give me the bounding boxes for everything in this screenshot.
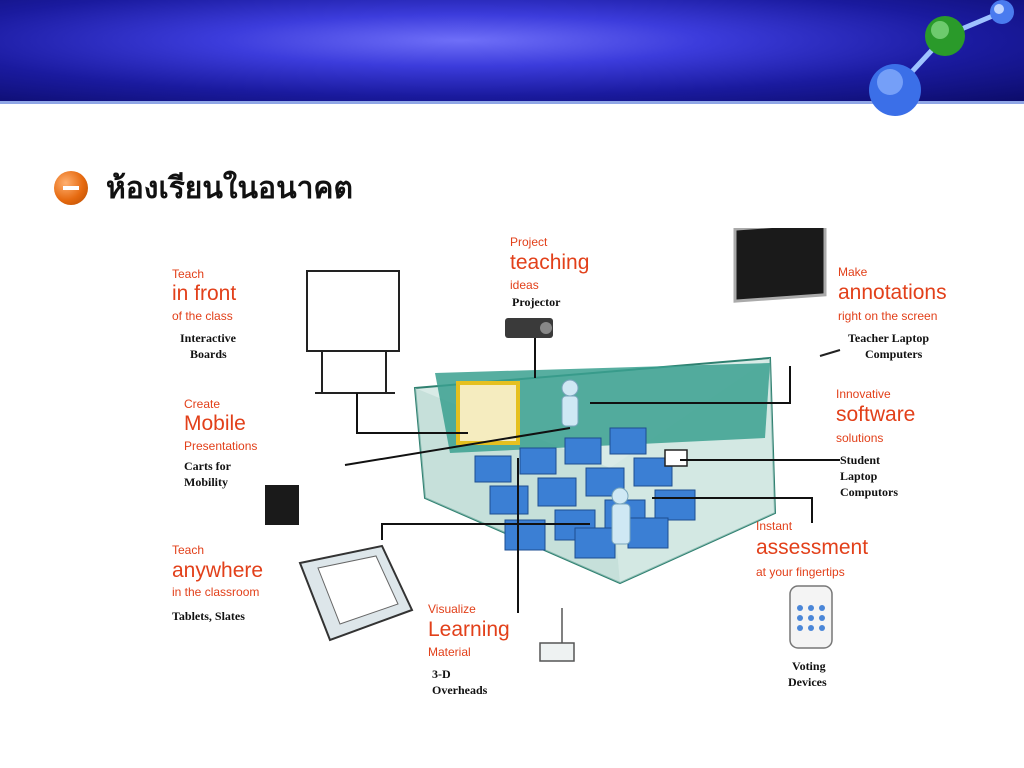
- label-assessment-post: at your fingertips: [756, 565, 845, 579]
- label-mobile-big: Mobile: [184, 412, 246, 435]
- classroom-illustration: [265, 228, 841, 662]
- label-mobile-device2: Mobility: [184, 475, 228, 489]
- label-projector-device1: Projector: [512, 295, 561, 309]
- molecule-decoration: [869, 0, 1014, 116]
- teacher-laptop: [733, 228, 841, 357]
- student-desks: [474, 427, 696, 559]
- label-interactive-device2: Boards: [190, 347, 227, 361]
- label-anywhere-post: in the classroom: [172, 585, 260, 599]
- bullet-icon: [54, 171, 88, 205]
- callout-lines: [344, 338, 840, 613]
- label-anywhere-pre: Teach: [172, 543, 205, 557]
- label-software-post: solutions: [836, 431, 884, 445]
- label-mobile-device1: Carts for: [184, 459, 231, 473]
- label-visualize-post: Material: [428, 645, 471, 659]
- label-anywhere-big: anywhere: [172, 559, 264, 582]
- label-visualize-pre: Visualize: [428, 602, 476, 616]
- label-assessment-device2: Devices: [788, 675, 827, 689]
- label-interactive-device1: Interactive: [180, 331, 236, 345]
- label-assessment-big: assessment: [756, 536, 869, 559]
- label-laptop-post: right on the screen: [838, 309, 938, 323]
- label-software-device2: Laptop: [840, 469, 878, 483]
- label-interactive-post: of the class: [172, 309, 233, 323]
- label-software-device1: Student: [840, 453, 881, 467]
- label-software-device3: Computors: [840, 485, 899, 499]
- label-laptop-pre: Make: [838, 265, 868, 279]
- label-visualize-device2: Overheads: [432, 683, 488, 697]
- people: [561, 379, 631, 545]
- label-software-pre: Innovative: [836, 387, 891, 401]
- label-projector-post: ideas: [510, 278, 539, 292]
- label-laptop-device2: Computers: [865, 347, 923, 361]
- label-anywhere-device1: Tablets, Slates: [172, 609, 245, 623]
- label-interactive-pre: Teach: [172, 267, 205, 281]
- mobile-cart: [265, 485, 299, 525]
- student-laptop: [664, 449, 688, 467]
- label-visualize-big: Learning: [428, 618, 510, 641]
- tablet: [298, 544, 414, 642]
- label-visualize-device1: 3-D: [432, 667, 451, 681]
- label-assessment-device1: Voting: [792, 659, 826, 673]
- label-projector-big: teaching: [510, 251, 590, 274]
- interactive-board: [306, 270, 400, 394]
- label-projector-pre: Project: [510, 235, 548, 249]
- label-mobile-pre: Create: [184, 397, 221, 411]
- overhead-projector: [539, 608, 575, 662]
- label-laptop-device1: Teacher Laptop: [848, 331, 930, 345]
- label-laptop-big: annotations: [838, 281, 947, 304]
- projector: [505, 318, 553, 338]
- label-mobile-post: Presentations: [184, 439, 258, 453]
- title-row: ห้องเรียนในอนาคต: [54, 168, 353, 208]
- header-banner: [0, 0, 1024, 104]
- classroom-diagram: Teach in front of the class Interactive …: [150, 228, 980, 718]
- label-interactive-big: in front: [172, 282, 237, 305]
- voting-device: [789, 585, 833, 649]
- slide-title: ห้องเรียนในอนาคต: [106, 170, 353, 206]
- label-software-big: software: [836, 403, 916, 426]
- label-assessment-pre: Instant: [756, 519, 793, 533]
